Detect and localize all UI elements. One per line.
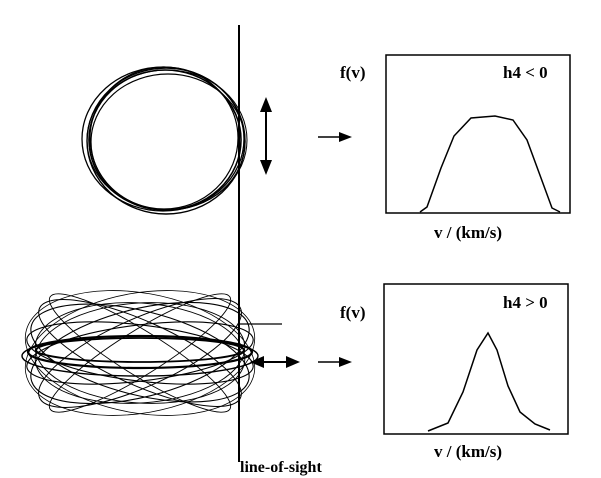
top-pointer-arrow [318, 132, 352, 142]
top-distribution-curve [419, 115, 561, 213]
vertical-velocity-arrow [260, 97, 272, 175]
bottom-annotation: h4 > 0 [503, 293, 548, 312]
circular-orbits [81, 66, 248, 215]
bottom-distribution-curve [427, 331, 551, 432]
top-x-label: v / (km/s) [434, 223, 502, 242]
radial-orbits [21, 290, 259, 416]
top-annotation: h4 < 0 [503, 63, 548, 82]
horizontal-velocity-arrow [250, 356, 300, 368]
bottom-distribution-panel: f(v) h4 > 0 v / (km/s) [340, 283, 569, 461]
bottom-panel-frame [383, 283, 569, 435]
top-distribution-panel: f(v) h4 < 0 v / (km/s) [340, 54, 571, 242]
top-panel-frame [385, 54, 571, 214]
bottom-x-label: v / (km/s) [434, 442, 502, 461]
bottom-pointer-arrow [318, 357, 352, 367]
bottom-y-label: f(v) [340, 303, 365, 322]
line-of-sight-label: line-of-sight [240, 459, 322, 476]
top-y-label: f(v) [340, 63, 365, 82]
